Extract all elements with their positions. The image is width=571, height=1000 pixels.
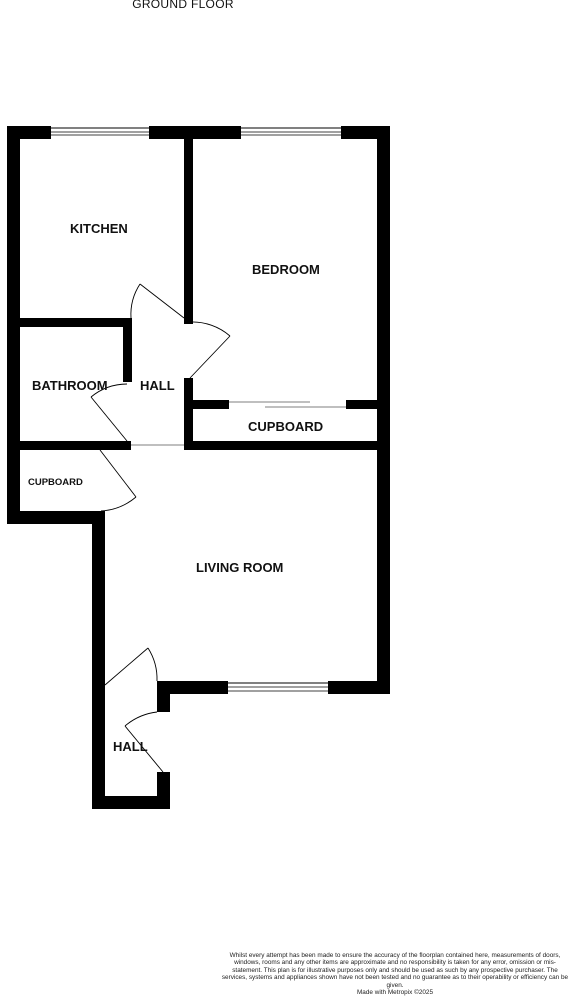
room-label-cupboard-hall: CUPBOARD bbox=[28, 477, 83, 488]
kitchen-bathroom-wall bbox=[20, 318, 131, 327]
door-bedroom bbox=[189, 321, 231, 379]
doors bbox=[90, 283, 231, 773]
door-cupboard bbox=[99, 449, 137, 512]
living-top-wall bbox=[184, 441, 377, 450]
door-living bbox=[104, 647, 158, 686]
entrance-bottom-wall bbox=[92, 796, 170, 809]
entrance-right-wall-lower bbox=[157, 772, 170, 809]
credit-text: Made with Metropix ©2025 bbox=[356, 989, 434, 997]
bathroom-bottom-wall bbox=[20, 441, 131, 450]
window-living-room bbox=[228, 681, 328, 694]
cupboard-bottom-wall bbox=[7, 511, 105, 524]
cupboard-wall-left bbox=[193, 400, 229, 409]
entrance-left-wall bbox=[92, 511, 105, 809]
room-label-kitchen: KITCHEN bbox=[70, 221, 128, 236]
floor-title: GROUND FLOOR bbox=[132, 0, 234, 11]
door-kitchen bbox=[130, 283, 185, 319]
right-wall bbox=[377, 126, 390, 693]
left-wall bbox=[7, 126, 20, 524]
openings bbox=[131, 401, 346, 446]
window-kitchen bbox=[51, 126, 149, 139]
disclaimer: Whilst every attempt has been made to en… bbox=[220, 952, 570, 996]
room-label-hall-entrance: HALL bbox=[113, 739, 148, 754]
cupboard-wall-right bbox=[346, 400, 377, 409]
windows bbox=[51, 126, 341, 694]
window-bedroom bbox=[241, 126, 341, 139]
bathroom-hall-wall bbox=[123, 318, 132, 382]
room-label-bedroom: BEDROOM bbox=[252, 262, 320, 277]
door-entrance bbox=[124, 711, 164, 773]
door-bathroom bbox=[90, 383, 128, 442]
hall-cupboard-wall bbox=[184, 378, 193, 450]
room-label-cupboard-bedroom: CUPBOARD bbox=[248, 419, 324, 434]
room-label-living-room: LIVING ROOM bbox=[196, 560, 284, 575]
room-label-bathroom: BATHROOM bbox=[32, 378, 108, 393]
room-label-hall-inner: HALL bbox=[140, 378, 175, 393]
walls bbox=[7, 126, 390, 809]
kitchen-bedroom-wall bbox=[184, 126, 193, 324]
disclaimer-text: Whilst every attempt has been made to en… bbox=[221, 952, 569, 989]
